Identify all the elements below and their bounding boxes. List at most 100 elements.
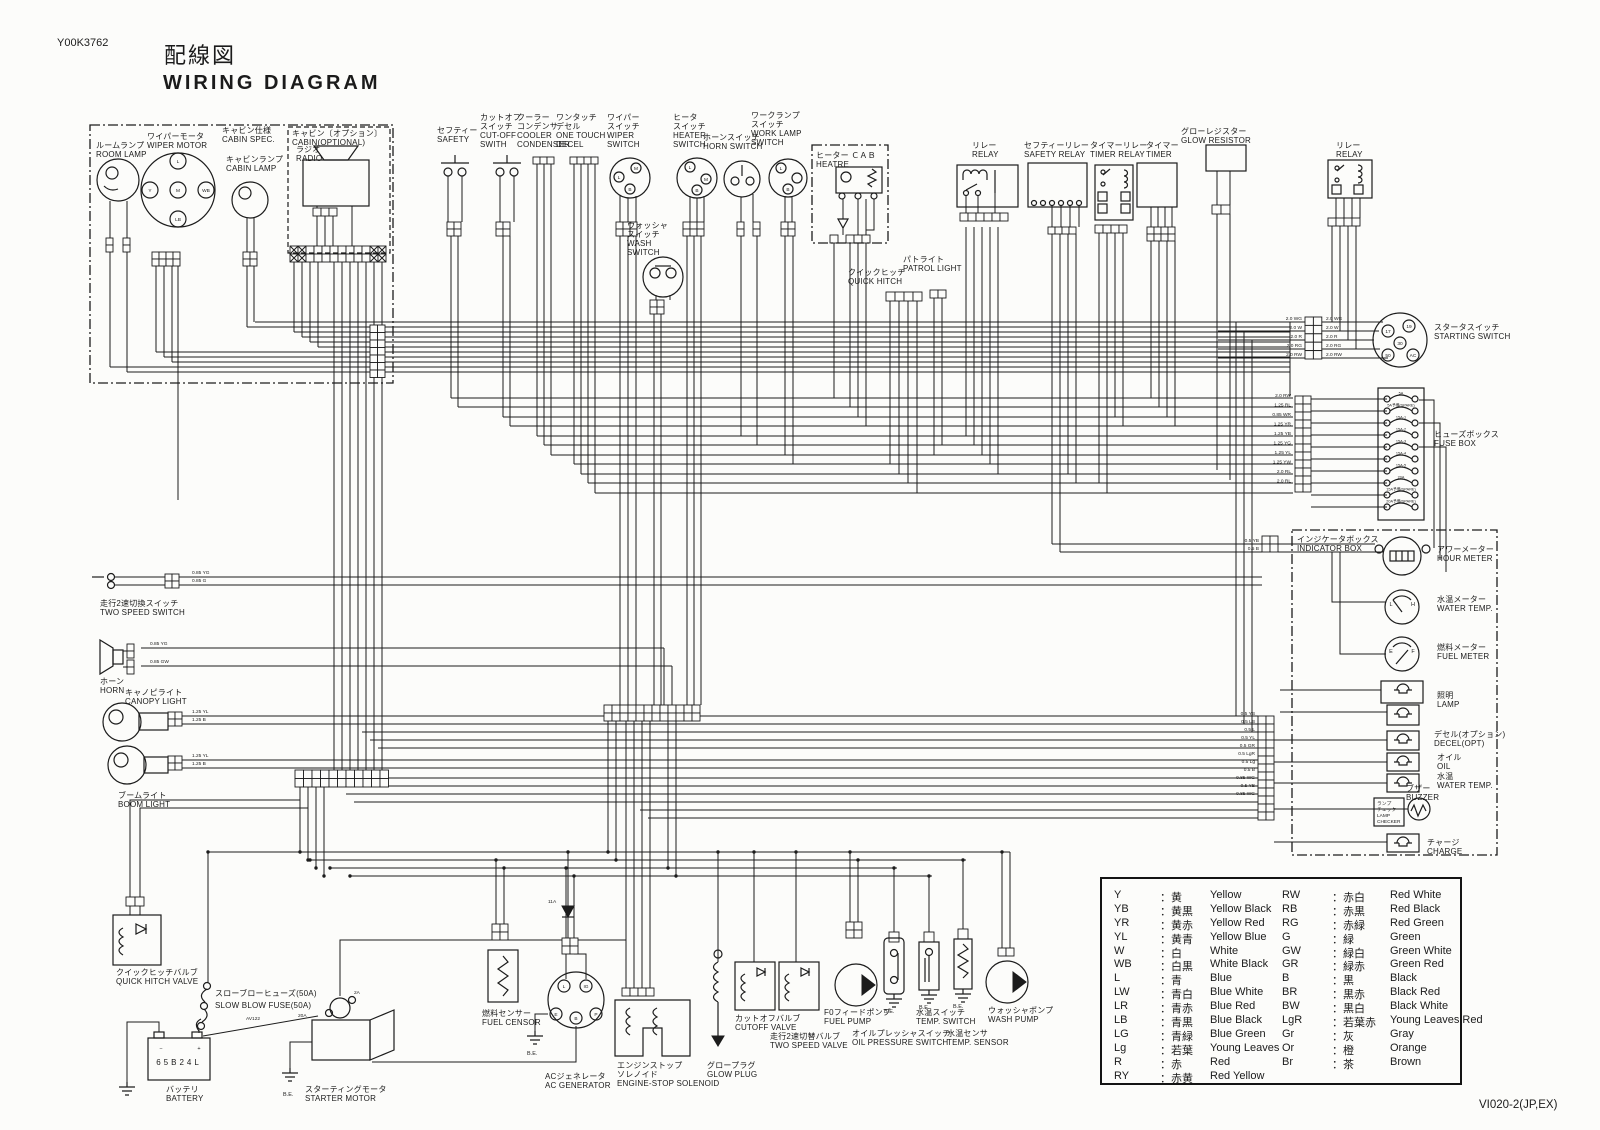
water-temp-lamp-label-line-1: WATER TEMP.	[1437, 781, 1493, 790]
start-sw-wire-labels-right-line-2: 2.0 R	[1326, 334, 1338, 340]
ground-icon	[920, 989, 938, 1004]
connector-strip	[1146, 226, 1176, 242]
cooler-condenser-label-line-3: CONDENSER	[517, 140, 570, 149]
decel-opt-label: デセル(オプション)DECEL(OPT)	[1434, 729, 1505, 748]
cabin-lamp-label-line-1: CABIN LAMP	[226, 164, 276, 173]
ground-label: B.E.	[283, 1092, 294, 1098]
cabin-optional-label: キャビン〔オプション〕CABIN(OPTIONAL)	[292, 129, 382, 147]
connector-strip	[561, 937, 579, 955]
fuel-gauge-e: E	[1389, 649, 1393, 655]
decel-opt-label-line-1: DECEL(OPT)	[1434, 739, 1485, 748]
legend-color-jp: ：若葉	[1160, 1044, 1193, 1057]
wiper-motor-term-m: M	[176, 188, 180, 194]
panel-lamp-symbol	[1380, 680, 1424, 726]
fuel-gauge-f: F	[1411, 649, 1415, 655]
starter-motor-symbol	[311, 995, 395, 1061]
legend-code: Y	[1114, 889, 1122, 901]
heater-switch-label-line-0: ヒータ	[673, 113, 698, 122]
safety-relay-symbol	[1027, 162, 1088, 227]
battery-model: 65B24L	[156, 1058, 202, 1067]
temp-switch-label-line-1: TEMP. SWITCH	[916, 1017, 976, 1026]
glow-resistor-symbol	[1205, 144, 1247, 205]
wash-switch-label-line-1: スイッチ	[627, 230, 660, 239]
canopy-wire-labels: 1.25 YL1.25 B	[192, 709, 209, 723]
legend-color-en: Black	[1390, 972, 1417, 985]
two-speed-switch-symbol	[92, 572, 165, 590]
timer-relay-label-line-0: タイマーリレー	[1090, 141, 1147, 150]
ground-icon	[954, 988, 972, 1003]
wiper-sw-term: L	[618, 175, 621, 181]
horn-switch-label-line-0: ホーンスイッチ	[703, 133, 760, 142]
legend-code: Br	[1282, 1055, 1293, 1068]
legend-code: RB	[1282, 902, 1298, 915]
work-lamp-switch-label-line-0: ワークランプ	[751, 111, 800, 120]
starting-switch-label-line-1: STARTING SWITCH	[1434, 332, 1511, 341]
ground-label: B.E.	[953, 1004, 964, 1010]
connector-strip	[495, 221, 511, 237]
horn-wire-labels: 0.85 YG0.85 GW	[150, 641, 169, 665]
connector-strip	[289, 245, 387, 263]
work-lamp-switch-label-line-1: スイッチ	[751, 120, 784, 129]
water-temp-lamp-symbol	[1386, 773, 1420, 793]
connector-strip	[1304, 316, 1323, 360]
legend-color-en: Yellow Red	[1210, 916, 1265, 929]
legend-code: LW	[1114, 986, 1130, 999]
wash-switch-label-line-0: ウォッシャ	[627, 221, 668, 230]
connector-strip	[167, 711, 183, 727]
start-sw-term: 19	[1406, 324, 1412, 330]
horn-switch-label-line-1: HORN SWITCH	[703, 142, 763, 151]
quick-hitch-label-line-1: QUICK HITCH	[848, 277, 902, 286]
ground-icon	[281, 1067, 299, 1082]
cutoff-switch-label-line-2: CUT-OFF	[480, 131, 516, 140]
boom-wire-labels-line-0: 1.25 YL	[192, 753, 209, 759]
slow-blow-fuse-label-line-1: SLOW BLOW FUSE(50A)	[215, 1001, 311, 1010]
slow-blow-fuse-label-line-0: スローブローヒューズ(50A)	[215, 988, 317, 998]
glow-plug-label-line-0: グロープラグ	[707, 1060, 756, 1070]
safety-label-line-0: セフティー	[437, 126, 478, 135]
fuse-wire-labels-line-4: 1.25 YB	[1274, 431, 1291, 437]
legend-color-jp: ：白	[1160, 947, 1182, 960]
fuse-label: 15A-2	[1396, 428, 1406, 432]
relay-1-label-line-0: リレー	[972, 141, 997, 150]
start-sw-term: 30	[1397, 341, 1403, 347]
gen-term-l: L	[563, 984, 566, 990]
wiper-switch-label-line-1: スイッチ	[607, 122, 640, 131]
boom-light-label-line-1: BOOM LIGHT	[118, 800, 170, 809]
lamp-checker-label-line-0: ランプ	[1377, 801, 1391, 807]
two-speed-switch-label-line-0: 走行2速切換スイッチ	[100, 598, 178, 608]
connector-strip	[294, 769, 389, 788]
ac-generator-label-line-1: AC GENERATOR	[545, 1081, 611, 1090]
legend-color-en: Yellow Blue	[1210, 930, 1267, 943]
battery-symbol: − + 65B24L	[147, 1031, 211, 1081]
heater-switch-label-line-2: HEATER	[673, 131, 706, 140]
heater-switch-label-line-3: SWITCH	[673, 140, 706, 149]
legend-code: BW	[1282, 1000, 1300, 1013]
legend-code: RW	[1282, 889, 1301, 901]
two-speed-wire-labels-line-1: 0.85 G	[192, 578, 207, 584]
legend-code: YL	[1114, 930, 1128, 943]
start-sw-wire-labels-left-line-2: 2.0 R	[1291, 334, 1303, 340]
cutoff-valve-label-line-0: カットオフバルブ	[735, 1013, 801, 1023]
wash-switch-label-line-3: SWITCH	[627, 248, 660, 257]
horn-label-line-1: HORN	[100, 686, 124, 695]
radio-label-line-1: RADIO	[296, 154, 322, 163]
legend-color-jp: ：青赤	[1160, 1003, 1193, 1016]
battery-label-line-1: BATTERY	[166, 1094, 204, 1103]
start-sw-wire-labels-left-line-0: 2.0 WG	[1286, 316, 1303, 322]
safety-relay-label-line-1: SAFETY RELAY	[1024, 150, 1086, 159]
connector-strip	[885, 291, 923, 302]
legend-color-en: Red Green	[1390, 916, 1444, 929]
boom-light-symbol	[107, 745, 169, 785]
connector-strip	[603, 704, 701, 722]
heater-sw-term: M	[704, 177, 708, 183]
